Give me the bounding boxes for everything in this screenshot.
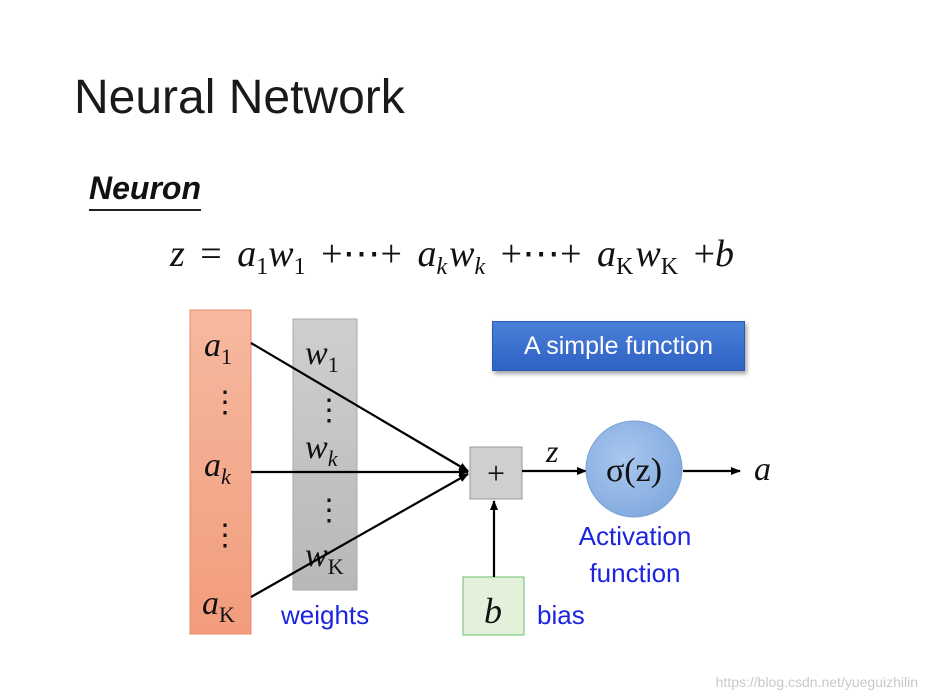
bias-box xyxy=(462,576,525,636)
weight-w1: w1 xyxy=(305,335,339,377)
slide-title: Neural Network xyxy=(74,71,405,124)
weight-vdots-upper: ⋮ xyxy=(314,394,344,427)
weight-vdots-lower: ⋮ xyxy=(314,494,344,527)
edge-a1-to-sum xyxy=(250,342,469,472)
simple-function-callout: A simple function xyxy=(492,321,745,371)
sum-symbol: + xyxy=(487,455,505,491)
subtitle-neuron: Neuron xyxy=(89,170,201,211)
sigma-label: σ(z) xyxy=(606,452,662,489)
weight-wK: wK xyxy=(305,537,344,579)
bias-caption: bias xyxy=(537,600,585,630)
activation-caption-line2: function xyxy=(589,558,681,588)
inputs-box xyxy=(189,309,252,635)
input-aK: aK xyxy=(202,585,235,627)
weight-wk: wk xyxy=(305,429,339,471)
input-ak: ak xyxy=(204,447,232,489)
edge-aK-to-sum xyxy=(250,473,469,598)
bias-symbol: b xyxy=(484,591,502,631)
equation: z = a1w1 +⋯+ akwk +⋯+ aKwK +b xyxy=(169,233,734,283)
sum-node xyxy=(469,446,523,500)
activation-caption: Activation function xyxy=(570,518,700,592)
output-a: a xyxy=(754,451,771,488)
activation-caption-line1: Activation xyxy=(578,521,692,551)
z-label: z xyxy=(545,433,559,469)
input-a1: a1 xyxy=(204,327,232,369)
weights-box xyxy=(292,318,358,591)
activation-node xyxy=(585,420,683,518)
input-vdots-upper: ⋮ xyxy=(210,386,240,419)
input-vdots-lower: ⋮ xyxy=(210,519,240,552)
weights-caption: weights xyxy=(281,600,370,630)
watermark: https://blog.csdn.net/yueguizhilin xyxy=(715,674,918,690)
